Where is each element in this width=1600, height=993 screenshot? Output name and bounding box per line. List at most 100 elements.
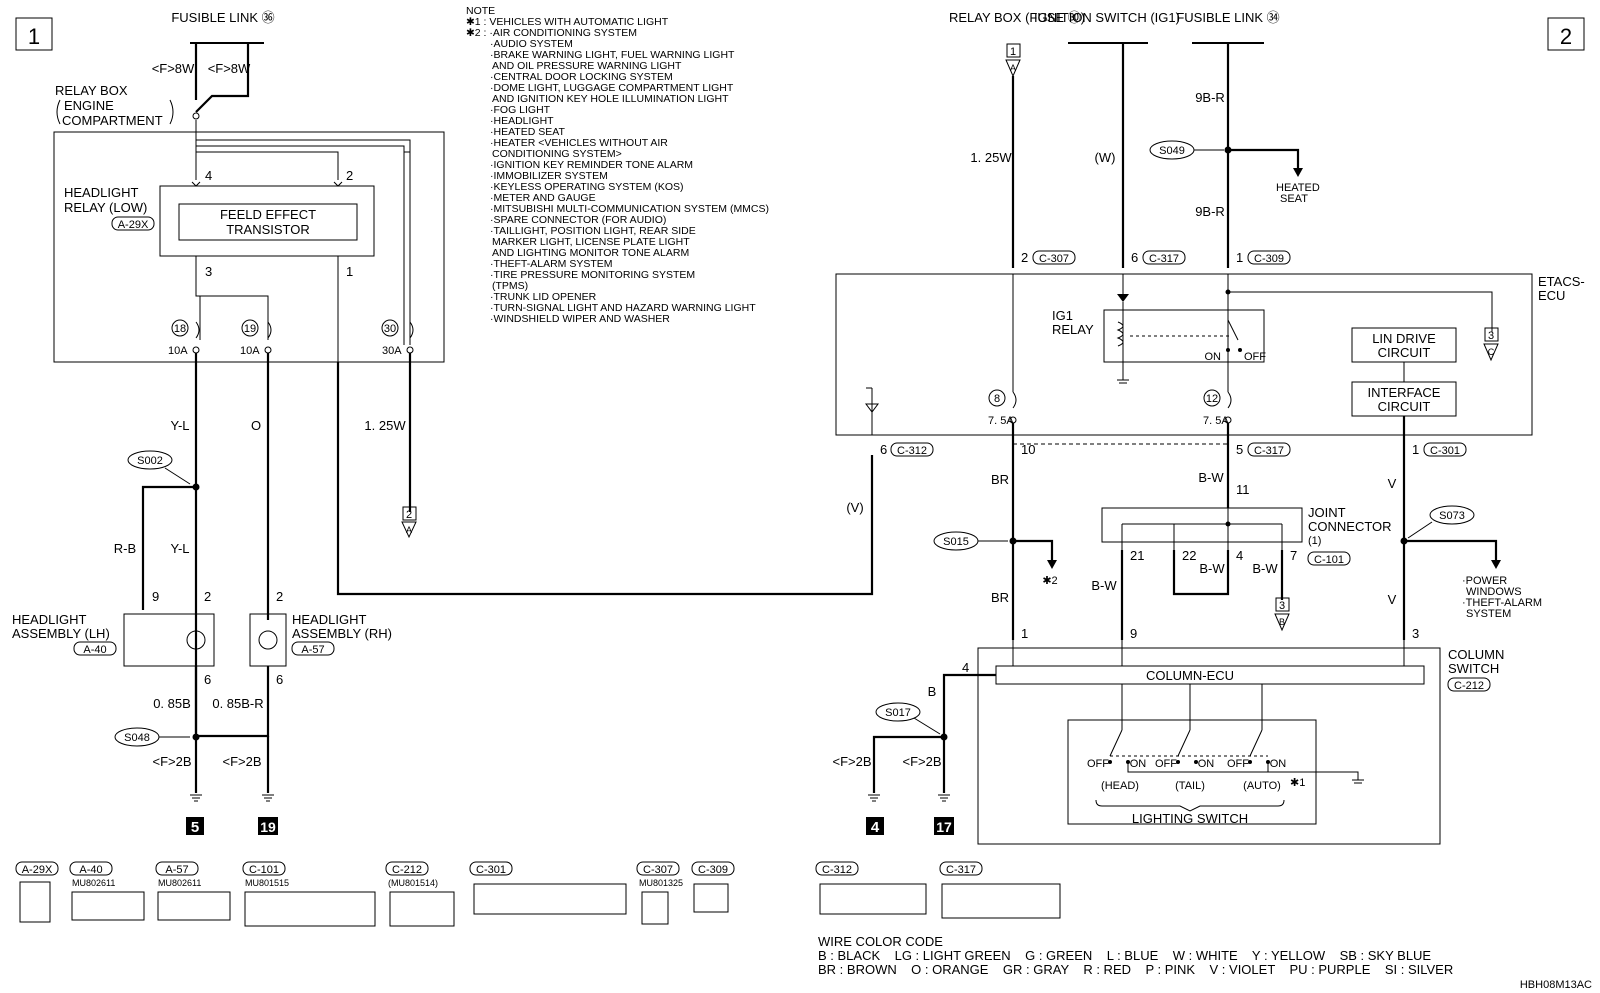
svg-text:C-307: C-307 <box>643 864 673 876</box>
lin-label-1: LIN DRIVE <box>1372 331 1436 346</box>
wire-br-label-1: BR <box>991 472 1009 487</box>
relay-off: OFF <box>1244 351 1266 363</box>
offpage-3-c: 3 <box>1488 330 1494 342</box>
wire-085b-label: 0. 85B <box>153 696 191 711</box>
page-marker-left-box <box>15 17 53 51</box>
pin-10: 10 <box>1021 442 1035 457</box>
conn-c307: C-307 <box>1039 253 1069 265</box>
fusible-link-34-label: FUSIBLE LINK ㉞ <box>1176 10 1279 25</box>
splice-s002: S002 <box>137 455 163 467</box>
svg-text:·FOG LIGHT: ·FOG LIGHT <box>490 104 551 116</box>
svg-text:OFF: OFF <box>1227 758 1249 770</box>
svg-text:(HEAD): (HEAD) <box>1101 780 1139 792</box>
pin-relay-3: 3 <box>205 264 212 279</box>
joint-conn: C-101 <box>1314 554 1344 566</box>
page-marker-right: 2 <box>1560 24 1572 49</box>
pw-label-3: ·THEFT-ALARM <box>1462 597 1542 609</box>
column-label-2: SWITCH <box>1448 661 1499 676</box>
relay-box-paren-l <box>56 99 61 125</box>
hl-rh-label-1: HEADLIGHT <box>292 612 366 627</box>
pin-cs-1: 1 <box>1021 626 1028 641</box>
column-label-1: COLUMN <box>1448 647 1504 662</box>
fet-label-1: FEELD EFFECT <box>220 207 316 222</box>
svg-text:✱1: ✱1 <box>1290 777 1305 789</box>
note-star1: ✱1 : VEHICLES WITH AUTOMATIC LIGHT <box>466 16 669 28</box>
offpage-c: C <box>1488 347 1495 357</box>
svg-text:✱2 : ·AIR CONDITIONING SYSTEM: ✱2 : ·AIR CONDITIONING SYSTEM <box>466 27 637 39</box>
svg-text:ON: ON <box>1198 758 1215 770</box>
svg-text:MU801515: MU801515 <box>245 878 289 888</box>
joint-label-3: (1) <box>1308 535 1321 547</box>
offpage-2-left: 2 <box>406 509 412 521</box>
svg-text:C-312: C-312 <box>822 864 852 876</box>
conn-c317-bottom: C-317 <box>1254 445 1284 457</box>
wire-br-label-2: BR <box>991 590 1009 605</box>
svg-text:·TURN-SIGNAL LIGHT AND HAZARD: ·TURN-SIGNAL LIGHT AND HAZARD WARNING LI… <box>490 302 756 314</box>
page-marker-right-box <box>1547 17 1585 51</box>
pin-cs-4: 4 <box>962 660 969 675</box>
fusible-link-36-label: FUSIBLE LINK ㊱ <box>171 10 274 25</box>
relay-box-terminal <box>192 112 200 120</box>
offpage-b: B <box>1279 617 1285 627</box>
relay-box-label-3: COMPARTMENT <box>62 113 163 128</box>
wire-f2b-right-2: <F>2B <box>902 754 941 769</box>
svg-text:19: 19 <box>244 323 256 335</box>
pin-c301-1: 1 <box>1412 442 1419 457</box>
svg-text:C-301: C-301 <box>476 864 506 876</box>
pin-lh-6: 6 <box>204 672 211 687</box>
ignition-switch-label: IGNITION SWITCH (IG1) <box>1034 10 1180 25</box>
wire-f2b-right-1: <F>2B <box>832 754 871 769</box>
hl-lh-label-1: HEADLIGHT <box>12 612 86 627</box>
wire-v-label-2: V <box>1388 592 1397 607</box>
svg-text:·THEFT-ALARM SYSTEM: ·THEFT-ALARM SYSTEM <box>490 258 613 270</box>
etacs-ecu-box <box>835 273 1533 436</box>
wire-bw-label-2: B-W <box>1091 578 1117 593</box>
joint-connector-box <box>1101 507 1303 543</box>
fuse-75a-1: 7. 5A <box>988 415 1014 427</box>
hl-lh-conn: A-40 <box>83 644 106 656</box>
wire-v-label-1: V <box>1388 476 1397 491</box>
pin-jc-4: 4 <box>1236 548 1243 563</box>
svg-text:(MU801514): (MU801514) <box>388 878 438 888</box>
pin-c307-2: 2 <box>1021 250 1028 265</box>
pin-jc-21: 21 <box>1130 548 1144 563</box>
iface-label-1: INTERFACE <box>1368 385 1441 400</box>
svg-text:·TIRE PRESSURE MONITORING SYST: ·TIRE PRESSURE MONITORING SYSTEM <box>490 269 695 281</box>
svg-text:·BRAKE WARNING LIGHT, FUEL WAR: ·BRAKE WARNING LIGHT, FUEL WARNING LIGHT <box>490 49 735 61</box>
fuse-12: 12 <box>1206 393 1218 405</box>
svg-text:10A: 10A <box>168 345 188 357</box>
svg-text:30: 30 <box>384 323 396 335</box>
conn-c309: C-309 <box>1254 253 1284 265</box>
wire-bw-label-3: B-W <box>1199 561 1225 576</box>
svg-text:MU802611: MU802611 <box>72 878 115 888</box>
splice-s017: S017 <box>885 707 911 719</box>
svg-text:·TRUNK LID OPENER: ·TRUNK LID OPENER <box>490 291 597 303</box>
pin-c317-6: 6 <box>1131 250 1138 265</box>
relay-on: ON <box>1205 351 1222 363</box>
svg-text:·DOME LIGHT, LUGGAGE COMPARTME: ·DOME LIGHT, LUGGAGE COMPARTMENT LIGHT <box>490 82 734 94</box>
pin-c317-5: 5 <box>1236 442 1243 457</box>
ig1-relay-label-2: RELAY <box>1052 322 1094 337</box>
conn-c301: C-301 <box>1430 445 1460 457</box>
wire-color-row2: BR : BROWN O : ORANGE GR : GRAY R : RED … <box>818 962 1453 977</box>
pin-cs-3: 3 <box>1412 626 1419 641</box>
hl-lh-label-2: ASSEMBLY (LH) <box>12 626 110 641</box>
wire-bw-label-4: B-W <box>1252 561 1278 576</box>
relay-box-label-1: RELAY BOX <box>55 83 128 98</box>
ground-5: 5 <box>191 819 199 836</box>
wire-color-row1: B : BLACK LG : LIGHT GREEN G : GREEN L :… <box>818 948 1431 963</box>
svg-text:·IMMOBILIZER SYSTEM: ·IMMOBILIZER SYSTEM <box>490 170 608 182</box>
doc-code: HBH08M13AC <box>1520 979 1592 991</box>
svg-text:18: 18 <box>174 323 186 335</box>
offpage-a-top: A <box>1010 63 1016 73</box>
svg-text:·MITSUBISHI MULTI-COMMUNICATIO: ·MITSUBISHI MULTI-COMMUNICATION SYSTEM (… <box>490 203 769 215</box>
svg-text:30A: 30A <box>382 345 402 357</box>
pin-relay-4: 4 <box>205 168 212 183</box>
etacs-label-2: ECU <box>1538 288 1565 303</box>
wire-125w-label: 1. 25W <box>364 418 406 433</box>
splice-s073: S073 <box>1439 510 1465 522</box>
svg-text:MARKER LIGHT, LICENSE PLATE LI: MARKER LIGHT, LICENSE PLATE LIGHT <box>492 236 690 248</box>
offpage-a-left: A <box>406 525 412 535</box>
svg-text:·HEADLIGHT: ·HEADLIGHT <box>490 115 554 127</box>
